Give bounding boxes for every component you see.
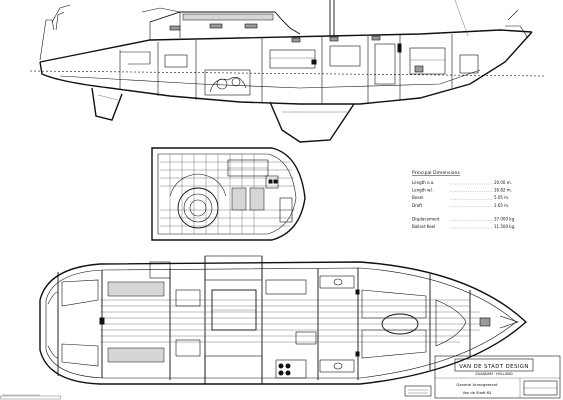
- principal-dimensions-table: Principal Dimensions Length o.a. 20.00 m.…: [412, 170, 515, 229]
- project-name: Van de Stadt 65: [463, 391, 492, 395]
- spec-value: 11.500 kg.: [494, 224, 515, 229]
- spec-value: 20.00 m.: [494, 180, 512, 185]
- spec-label: Length w.l.: [412, 188, 434, 193]
- engine-detail: [204, 69, 251, 96]
- specs-title: Principal Dimensions: [412, 170, 460, 176]
- logo-text: VAN DE STADT DESIGN: [459, 364, 529, 370]
- drawing-title: General Arrangement: [456, 382, 498, 387]
- spec-value: 2.65 m.: [494, 203, 509, 208]
- profile-section: [29, 0, 546, 143]
- spec-label: Displacement: [412, 216, 440, 221]
- title-subtitle: ZAANDAM · HOLLAND: [475, 372, 513, 376]
- spec-value: 5.05 m.: [494, 195, 509, 200]
- title-block: VAN DE STADT DESIGN ZAANDAM · HOLLAND Ge…: [404, 355, 561, 399]
- spec-value: 16.82 m.: [494, 188, 512, 193]
- spec-value: 37.000 kg.: [494, 216, 515, 221]
- spec-label: Ballast Keel: [412, 224, 435, 229]
- spec-label: Length o.a.: [412, 180, 434, 185]
- spec-label: Beam: [412, 195, 424, 200]
- deck-plan: [151, 147, 306, 241]
- spec-label: Draft: [412, 203, 423, 208]
- accommodation-plan: [39, 255, 528, 385]
